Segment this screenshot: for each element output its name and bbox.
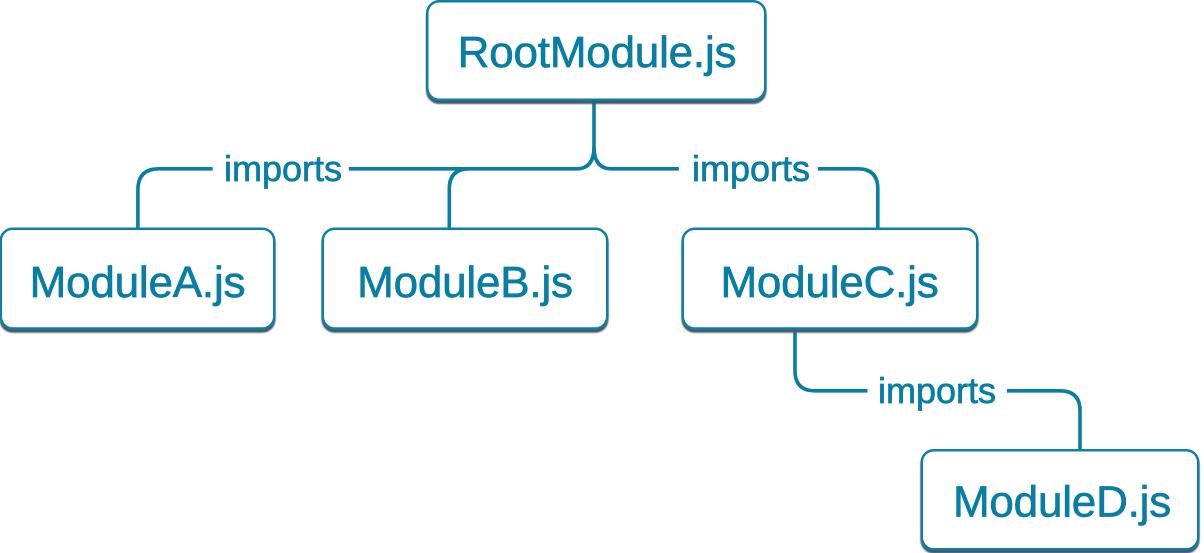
svg-text:imports: imports <box>692 148 810 189</box>
svg-text:ModuleB.js: ModuleB.js <box>357 258 573 307</box>
svg-text:ModuleD.js: ModuleD.js <box>953 478 1171 527</box>
svg-text:RootModule.js: RootModule.js <box>458 28 737 77</box>
svg-text:imports: imports <box>224 148 342 189</box>
svg-text:imports: imports <box>878 370 996 411</box>
svg-text:ModuleC.js: ModuleC.js <box>720 258 938 307</box>
svg-text:ModuleA.js: ModuleA.js <box>30 258 246 307</box>
